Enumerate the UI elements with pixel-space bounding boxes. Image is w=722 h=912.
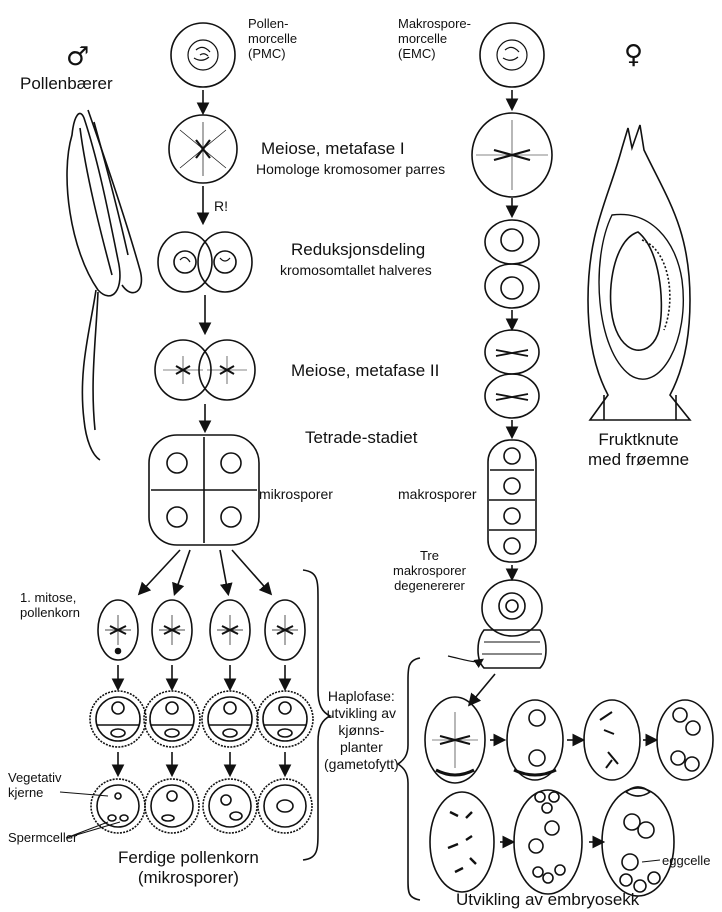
haplophase-line1: Haplofase: [324, 688, 399, 705]
anther-drawing [67, 110, 141, 460]
haplophase-label: Haplofase: utvikling av kjønns- planter … [324, 688, 399, 773]
pmc-line1: Pollen- [248, 16, 297, 31]
degenerate-line3: degenererer [393, 578, 466, 593]
vegetative-line1: Vegetativ [8, 770, 62, 785]
tetrad-title: Tetrade-stadiet [305, 428, 417, 448]
haplophase-line5: (gametofytt) [324, 756, 399, 773]
pmc-label: Pollen- morcelle (PMC) [248, 16, 297, 61]
pollen-columns [90, 600, 313, 833]
meiosis1-sub: Homologe kromosomer parres [256, 161, 445, 177]
ovary-drawing [588, 125, 690, 420]
reduction-sub: kromosomtallet halveres [280, 262, 432, 278]
sperm-label: Spermceller [8, 830, 77, 845]
meiosis2-title: Meiose, metafase II [291, 361, 439, 381]
female-title: Fruktknute med frøemne [588, 430, 689, 470]
meiosis1-title: Meiose, metafase I [261, 139, 405, 159]
haplophase-line4: planter [324, 739, 399, 756]
male-symbol: ♂ [66, 42, 89, 72]
emc-line2: morcelle [398, 31, 471, 46]
female-title-line2: med frøemne [588, 450, 689, 470]
male-title: Pollenbærer [20, 74, 113, 94]
pmc-line3: (PMC) [248, 46, 297, 61]
eggcell-label: eggcelle [662, 853, 710, 868]
microspores-label: mikrosporer [259, 486, 333, 502]
mitosis-label: 1. mitose, pollenkorn [20, 590, 80, 620]
vegetative-line2: kjerne [8, 785, 62, 800]
degenerate-line2: makrosporer [393, 563, 466, 578]
vegetative-label: Vegetativ kjerne [8, 770, 62, 800]
mitosis-line2: pollenkorn [20, 605, 80, 620]
emc-line3: (EMC) [398, 46, 471, 61]
mitosis-line1: 1. mitose, [20, 590, 80, 605]
female-title-line1: Fruktknute [588, 430, 689, 450]
female-symbol: ♀ [624, 40, 643, 70]
embryo-sac-label: Utvikling av embryosekk [456, 890, 639, 910]
pmc-line2: morcelle [248, 31, 297, 46]
reduction-title: Reduksjonsdeling [291, 240, 425, 260]
finished-line1: Ferdige pollenkorn [118, 848, 259, 868]
macrospores-label: makrosporer [398, 486, 477, 502]
degenerate-line1: Tre [393, 548, 466, 563]
haplophase-line2: utvikling av [324, 705, 399, 722]
r-mark: R! [214, 198, 228, 214]
degenerate-label: Tre makrosporer degenererer [393, 548, 466, 593]
finished-line2: (mikrosporer) [118, 868, 259, 888]
haplophase-line3: kjønns- [324, 722, 399, 739]
finished-pollen-label: Ferdige pollenkorn (mikrosporer) [118, 848, 259, 888]
emc-line1: Makrospore- [398, 16, 471, 31]
emc-label: Makrospore- morcelle (EMC) [398, 16, 471, 61]
